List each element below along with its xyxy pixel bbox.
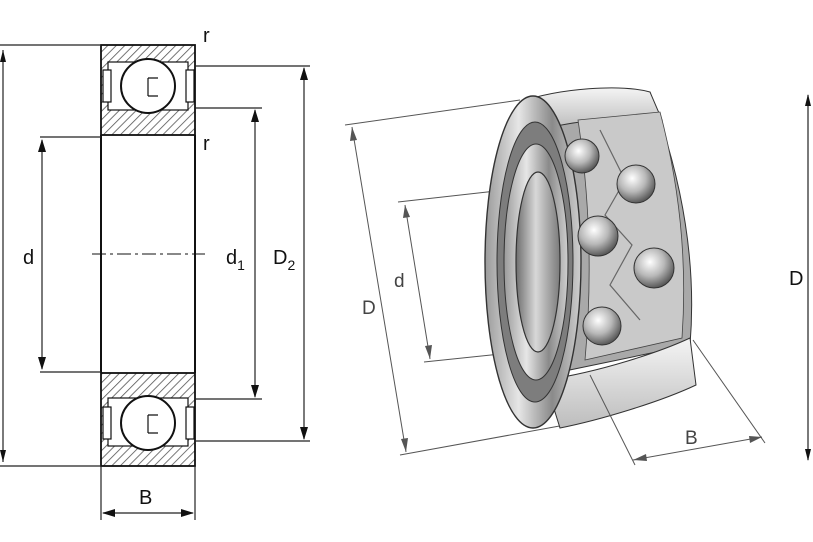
arrowhead (401, 438, 408, 452)
label-r-inner: r (203, 133, 210, 155)
ball (577, 215, 619, 257)
arrowhead (102, 509, 115, 517)
label-r-top: r (203, 25, 210, 47)
extension-line (397, 189, 506, 203)
arrowhead (251, 385, 259, 398)
label-d1-main: d (226, 247, 237, 269)
label-d: d (23, 247, 34, 269)
bore (515, 171, 561, 353)
bottom-ring-section (100, 372, 196, 467)
right-edge-view: D (789, 94, 811, 461)
ball (633, 247, 675, 289)
label-d1: d1 (226, 247, 245, 273)
arrowhead (805, 94, 811, 106)
dimension-line-D-iso (351, 126, 407, 453)
label-d1-sub: 1 (237, 257, 245, 273)
arrowhead (251, 109, 259, 122)
extension-line (344, 99, 521, 126)
label-D-right: D (789, 268, 803, 290)
ball (564, 138, 600, 174)
label-B-iso: B (685, 428, 698, 449)
label-D2: D2 (273, 247, 295, 273)
label-D-iso: D (362, 298, 376, 319)
iso-view: D d (344, 87, 766, 466)
extension-line (399, 424, 566, 456)
arrowhead (0, 50, 6, 62)
label-d-iso: d (394, 271, 405, 292)
cage (577, 111, 685, 361)
bearing-3d (484, 87, 697, 429)
arrowhead (0, 450, 6, 462)
arrowhead (38, 139, 46, 152)
label-D2-sub: 2 (287, 257, 295, 273)
ball (582, 306, 622, 346)
arrowhead (749, 436, 762, 443)
label-D2-main: D (273, 247, 287, 269)
label-B: B (139, 487, 152, 509)
arrowhead (633, 454, 647, 461)
arrowhead (181, 509, 194, 517)
dimension-line-d-iso (404, 204, 431, 360)
arrowhead (403, 205, 410, 218)
arrowhead (300, 67, 308, 80)
arrowhead (805, 449, 811, 461)
arrowhead (38, 357, 46, 370)
arrowhead (425, 345, 432, 359)
seal (185, 69, 195, 103)
extension-line (692, 339, 766, 444)
outer-ring-bottom (544, 337, 697, 429)
arrowhead (300, 427, 308, 440)
top-ring-section (100, 44, 196, 136)
seal (185, 406, 195, 440)
seal (102, 406, 112, 440)
arrowhead (350, 127, 357, 141)
extension-line (589, 374, 636, 466)
dimension-line-B-iso (632, 436, 763, 461)
seal (102, 69, 112, 103)
ball (616, 164, 656, 204)
section-view: d d1 D2 r r B (0, 25, 310, 520)
